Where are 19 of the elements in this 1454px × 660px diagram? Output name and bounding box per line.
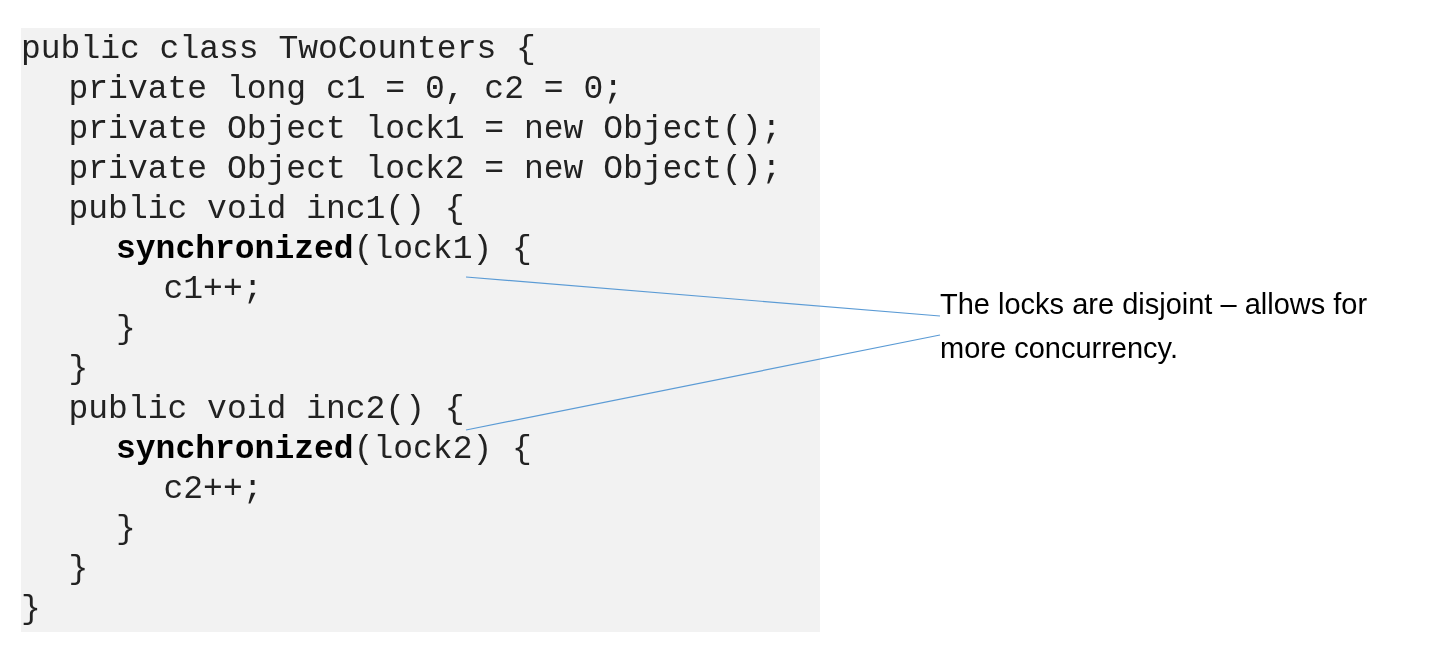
code-line: synchronized(lock2) { bbox=[116, 430, 532, 470]
code-line: public class TwoCounters { bbox=[21, 30, 536, 70]
code-line: } bbox=[116, 510, 136, 550]
code-line: c1++; bbox=[163, 270, 263, 310]
leader-line bbox=[465, 334, 941, 431]
code-line: public void inc1() { bbox=[68, 190, 465, 230]
code-line: c2++; bbox=[163, 470, 263, 510]
code-line: private long c1 = 0, c2 = 0; bbox=[68, 70, 623, 110]
code-line: } bbox=[116, 310, 136, 350]
code-line: public void inc2() { bbox=[68, 390, 465, 430]
code-line: synchronized(lock1) { bbox=[116, 230, 532, 270]
callout-text: The locks are disjoint – allows for more concurrency. bbox=[940, 282, 1385, 370]
code-line: private Object lock1 = new Object(); bbox=[68, 110, 782, 150]
code-panel bbox=[21, 28, 820, 632]
code-line: } bbox=[68, 350, 89, 390]
code-line: } bbox=[21, 590, 41, 630]
leader-line bbox=[465, 276, 941, 317]
code-line: } bbox=[68, 550, 89, 590]
code-line: private Object lock2 = new Object(); bbox=[68, 150, 782, 190]
